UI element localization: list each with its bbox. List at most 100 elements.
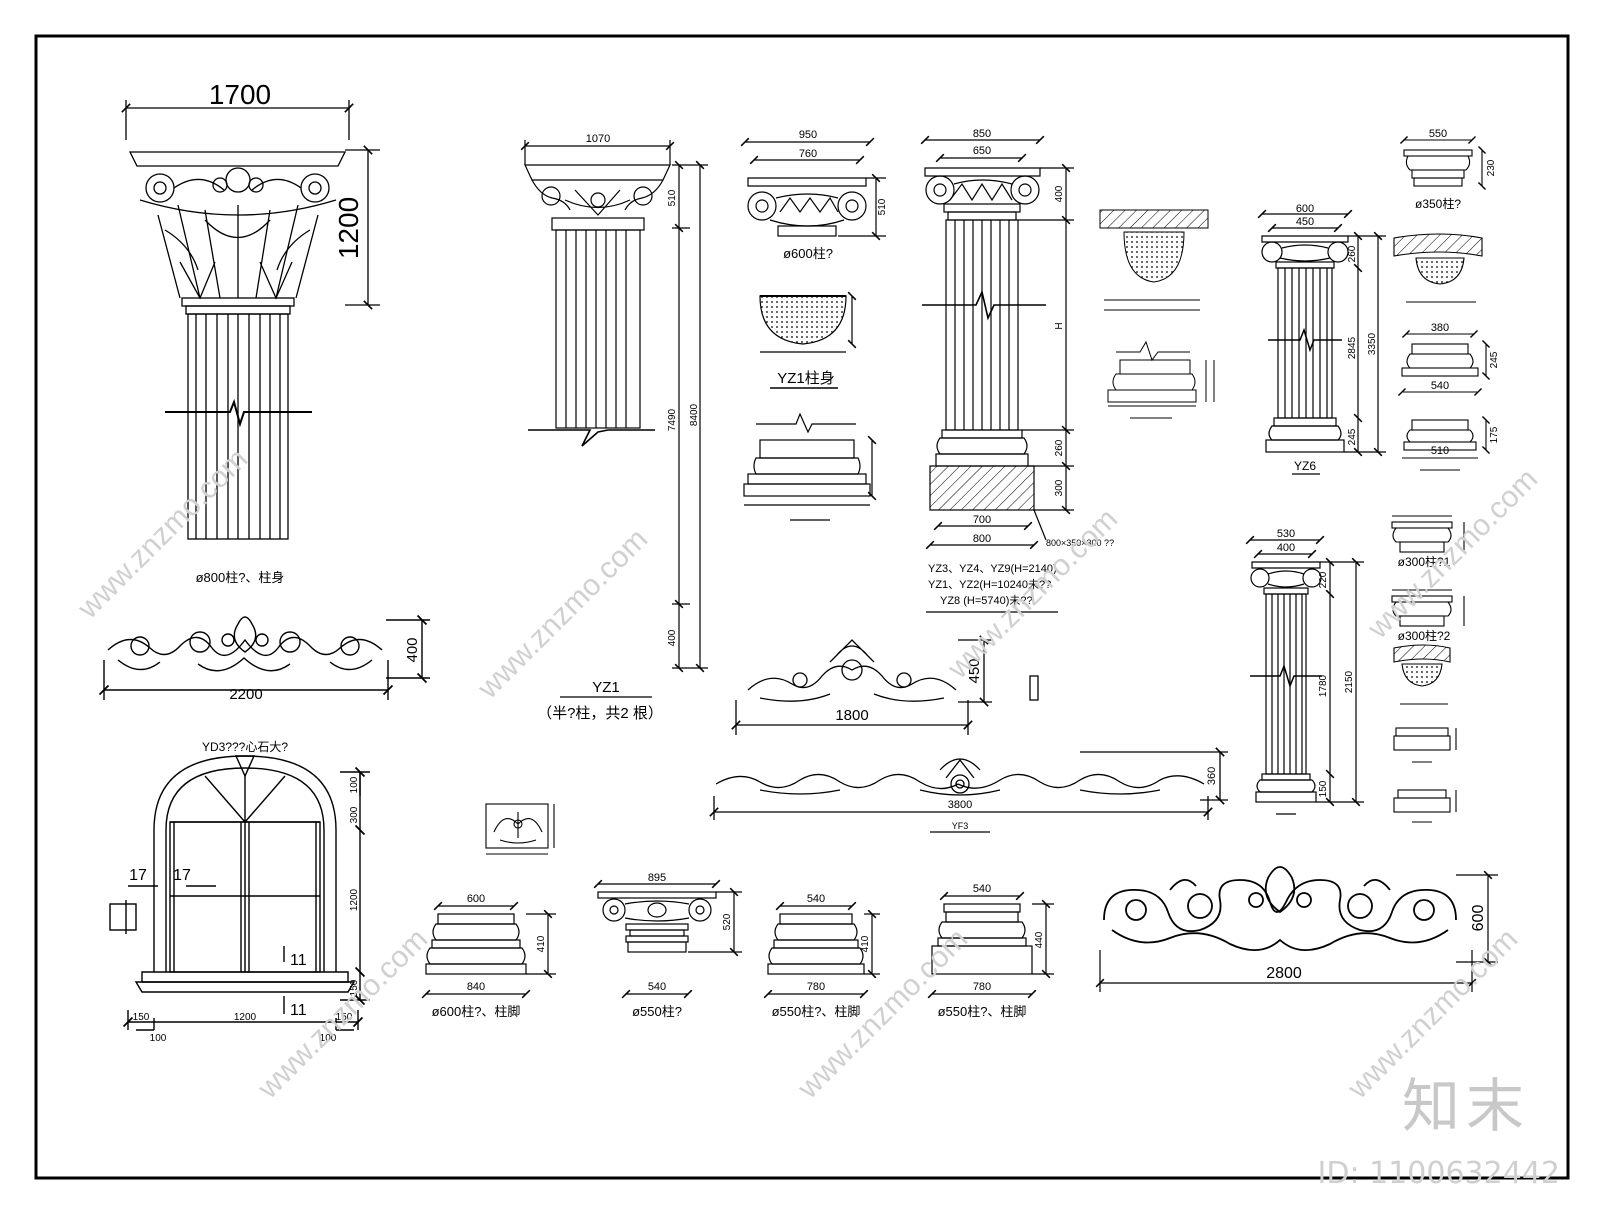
drawing-frame [34,34,1570,1180]
ornament-3800-height: 360 [1206,767,1218,785]
document-id: ID: 1100632442 [1317,1156,1560,1191]
yz3-note-2: YZ1、YZ2(H=10240未?? [928,578,1051,591]
base-550b-height: 440 [1034,931,1045,948]
watermark-1: www.znzmo.com [71,442,254,625]
capital-600-height: 510 [877,198,888,215]
yz7-base-height: 150 [1318,780,1329,797]
watermark-2: www.znzmo.com [471,522,654,705]
window-sill-height: 150 [349,979,360,996]
base-550a-caption: ø550柱?、柱脚 [772,1004,861,1019]
window-inner-width-right: 100 [320,1033,337,1044]
yz1-shaft-height: 7490 [667,408,678,431]
base-600-bottom: 840 [467,981,485,993]
yz1-top-width: 1070 [586,133,610,145]
base-550a-top: 540 [807,893,825,905]
corinthian-caption: ø800柱?、柱身 [196,570,285,585]
yz7-total-height: 2150 [1344,670,1355,693]
window-side-width-right: 150 [336,1012,353,1023]
capital-300-2-caption: ø300柱?2 [1398,628,1451,643]
yz1-cap-height: 510 [667,189,678,206]
window-yd3 [109,755,370,1031]
yz1-half-column [520,140,708,698]
base-550a [763,901,880,999]
base-550a-height: 410 [860,935,871,952]
yz3-base-width1: 700 [973,514,991,526]
yz7-shaft-height: 1780 [1318,674,1329,697]
window-inner-width-left: 100 [150,1033,167,1044]
yz1-section-caption: YZ1柱身 [777,370,835,387]
base-350-height1: 245 [1489,351,1500,368]
yz6-width2: 450 [1296,216,1314,228]
window-section-left: 17 [129,867,147,884]
ornament-tile [485,803,555,855]
base-550b-caption: ø550柱?、柱脚 [938,1004,1027,1019]
base-350-width1: 380 [1431,322,1449,334]
ornament-1800-height: 450 [966,658,983,683]
yz6-label: YZ6 [1294,459,1316,473]
ornament-2800 [1103,866,1457,951]
yz6-base-height: 245 [1347,428,1358,445]
yz3-width2: 650 [973,145,991,157]
yz6-shaft-height: 2845 [1347,336,1358,359]
ornament-3800-label: YF3 [952,821,969,831]
ornament-3800 [709,747,1228,833]
watermark-4: www.znzmo.com [1361,462,1544,645]
base-550b-top: 540 [973,883,991,895]
capital-300-1-caption: ø300柱?1 [1398,554,1451,569]
yz3-width1: 850 [973,128,991,140]
yz6-cap-height: 260 [1347,245,1358,262]
yz6-column [1257,209,1386,475]
capital-550-top: 895 [648,872,666,884]
capital-600-caption: ø600柱? [783,246,833,261]
yz3-plinth-note: 800×350×300 ?? [1046,538,1114,548]
yz3-shaft-height: H [1054,322,1065,329]
capital-350-height: 230 [1486,159,1497,176]
capital-550-caption: ø550柱? [632,1004,682,1019]
capital-350-caption: ø350柱? [1415,196,1461,211]
capital-300 [1391,515,1465,823]
brand-watermark: 知末 [1401,1072,1530,1140]
ornament-1800-width: 1800 [835,707,868,724]
yz6-width1: 600 [1296,203,1314,215]
capital-550-bottom: 540 [648,981,666,993]
capital-350 [1393,135,1491,471]
base-600-caption: ø600柱?、柱脚 [432,1004,521,1019]
window-main-width: 1200 [234,1012,257,1023]
ornament-2200-height: 400 [404,637,421,662]
window-section-right: 17 [173,867,191,884]
yz3-cap-height: 400 [1054,185,1065,202]
ornament-2200 [98,614,430,700]
base-550b-bottom: 780 [973,981,991,993]
capital-350-width: 550 [1429,128,1447,140]
base-600 [421,901,556,999]
yz7-cap-height: 220 [1318,571,1329,588]
base-550b [927,891,1054,999]
yz7-column [1245,535,1364,815]
capital-600-width1: 950 [799,129,817,141]
base-550a-bottom: 780 [807,981,825,993]
window-arch-height: 300 [349,806,360,823]
window-section-bottom: 11 [290,952,307,969]
watermark-5: www.znzmo.com [251,922,434,1105]
corinthian-width-dim: 1700 [209,79,271,110]
capital-600-width2: 760 [799,148,817,160]
ornament-1800 [731,635,1039,735]
yz1-total-height: 8400 [689,403,700,426]
corinthian-column [121,100,380,540]
ornament-2200-width: 2200 [229,686,262,703]
yz7-width2: 400 [1277,542,1295,554]
window-section-bottom-2: 11 [290,1002,307,1019]
yz2-details [1099,209,1215,419]
yz3-column [920,135,1074,613]
capital-550 [593,879,742,999]
window-side-width-left: 150 [133,1012,150,1023]
yz3-base-height: 260 [1054,439,1065,456]
window-title: YD3???心石大? [202,740,288,754]
yz7-width1: 530 [1277,528,1295,540]
yz1-base-height: 400 [667,629,678,646]
window-top-height: 100 [349,776,360,793]
yz3-base-width2: 800 [973,533,991,545]
yz3-note-1: YZ3、YZ4、YZ9(H=2140) [928,563,1057,575]
yz1-label: YZ1 [592,679,620,696]
